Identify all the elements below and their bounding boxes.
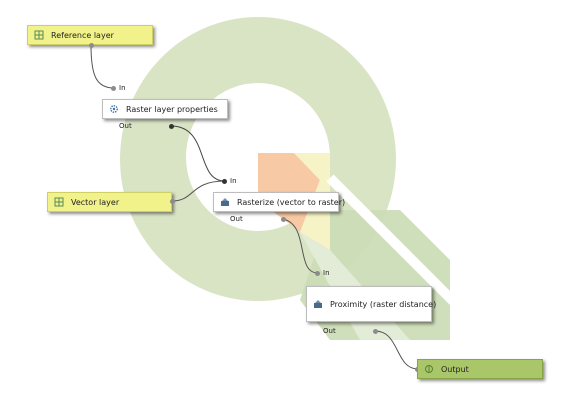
raster-tool-icon <box>314 300 322 308</box>
connection-vector-to-rasterize <box>171 180 226 202</box>
connection-proximity-to-output <box>374 330 419 370</box>
node-label: Reference layer <box>51 30 114 40</box>
node-label: Vector layer <box>71 197 120 207</box>
raster-input-icon <box>34 30 44 40</box>
rasterize-in-port[interactable] <box>222 179 227 184</box>
proximity-out-port[interactable] <box>373 329 378 334</box>
node-raster-layer-properties[interactable]: Raster layer properties <box>102 99 228 119</box>
vector-input-icon <box>54 197 64 207</box>
raster-properties-in-port[interactable] <box>111 86 116 91</box>
raster-properties-out-label: Out <box>119 122 132 130</box>
proximity-in-port[interactable] <box>315 271 320 276</box>
raster-properties-out-port[interactable] <box>169 124 174 129</box>
rasterize-out-port[interactable] <box>281 217 286 222</box>
proximity-out-label: Out <box>323 327 336 335</box>
logo-cut <box>326 174 459 307</box>
output-icon <box>425 365 433 373</box>
node-vector-layer[interactable]: Vector layer <box>47 192 172 212</box>
connection-reference-to-properties <box>90 44 115 89</box>
node-proximity[interactable]: Proximity (raster distance) <box>306 286 436 322</box>
node-label: Proximity (raster distance) <box>330 299 437 309</box>
connection-properties-to-rasterize <box>170 125 226 182</box>
reference-layer-out-port[interactable] <box>89 43 94 48</box>
proximity-in-label: In <box>323 269 330 277</box>
rasterize-out-label: Out <box>230 215 243 223</box>
raster-tool-icon <box>221 198 229 206</box>
vector-layer-out-port[interactable] <box>170 199 175 204</box>
rasterize-in-label: In <box>230 177 237 185</box>
node-reference-layer[interactable]: Reference layer <box>27 25 153 45</box>
node-output[interactable]: Output <box>417 359 543 379</box>
node-label: Rasterize (vector to raster) <box>237 197 346 207</box>
node-label: Output <box>441 364 469 374</box>
raster-properties-in-label: In <box>119 84 126 92</box>
node-rasterize[interactable]: Rasterize (vector to raster) <box>213 192 345 212</box>
node-label: Raster layer properties <box>126 104 218 114</box>
gear-icon <box>110 105 118 113</box>
connection-rasterize-to-proximity <box>282 218 319 274</box>
